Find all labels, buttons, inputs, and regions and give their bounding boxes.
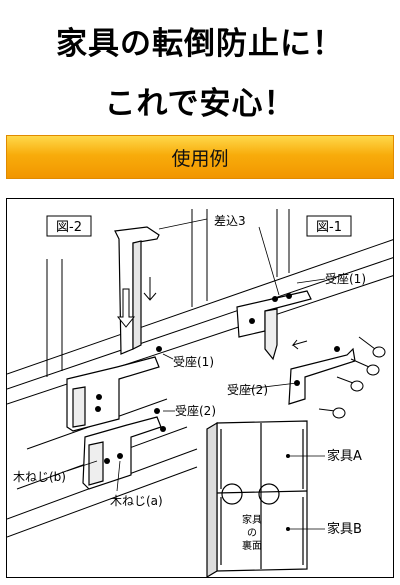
furniture-cabinet	[206, 420, 308, 577]
label-wood-screw-a: 木ねじ(a)	[110, 494, 163, 508]
insert-bar-fig2	[114, 226, 160, 355]
leader-lines	[66, 218, 326, 492]
label-receiver2-mid: 受座(2)	[175, 403, 216, 418]
section-title-bar: 使用例	[6, 135, 394, 179]
down-arrow-icon	[116, 277, 157, 328]
loose-screws	[318, 336, 386, 419]
headline-secondary: これで安心！	[104, 86, 296, 122]
label-receiver2-right: 受座(2)	[227, 382, 268, 397]
fig1-label: 図-1	[316, 220, 342, 235]
brackets-fig1	[236, 290, 356, 405]
screws-fig1	[249, 293, 340, 386]
screws-fig2	[95, 346, 166, 464]
usage-illustration: 図-2 図-1	[6, 198, 394, 578]
label-back-line3: 裏面	[242, 539, 262, 552]
fig2-label-box: 図-2	[46, 215, 92, 237]
cabinet-leader-lines	[290, 455, 325, 530]
background-lines	[7, 209, 393, 538]
cabinet-markers	[286, 454, 290, 531]
headline-primary: 家具の転倒防止に！	[56, 26, 344, 62]
left-arrow-icon	[291, 339, 308, 350]
fig1-label-box: 図-1	[306, 215, 352, 237]
label-furniture-b: 家具B	[327, 521, 362, 537]
label-receiver1-top: 受座(1)	[325, 271, 366, 286]
label-back-line1: 家具	[242, 513, 262, 526]
label-furniture-a: 家具A	[327, 448, 362, 464]
section-title: 使用例	[171, 147, 229, 170]
fig2-label: 図-2	[56, 220, 82, 235]
label-back-line2: の	[247, 528, 257, 539]
usage-diagram: 図-2 図-1	[7, 209, 393, 577]
label-wood-screw-b: 木ねじ(b)	[13, 470, 66, 484]
label-insert3: 差込3	[214, 214, 246, 228]
brackets-fig2	[66, 356, 162, 490]
label-receiver1-mid: 受座(1)	[173, 354, 214, 369]
